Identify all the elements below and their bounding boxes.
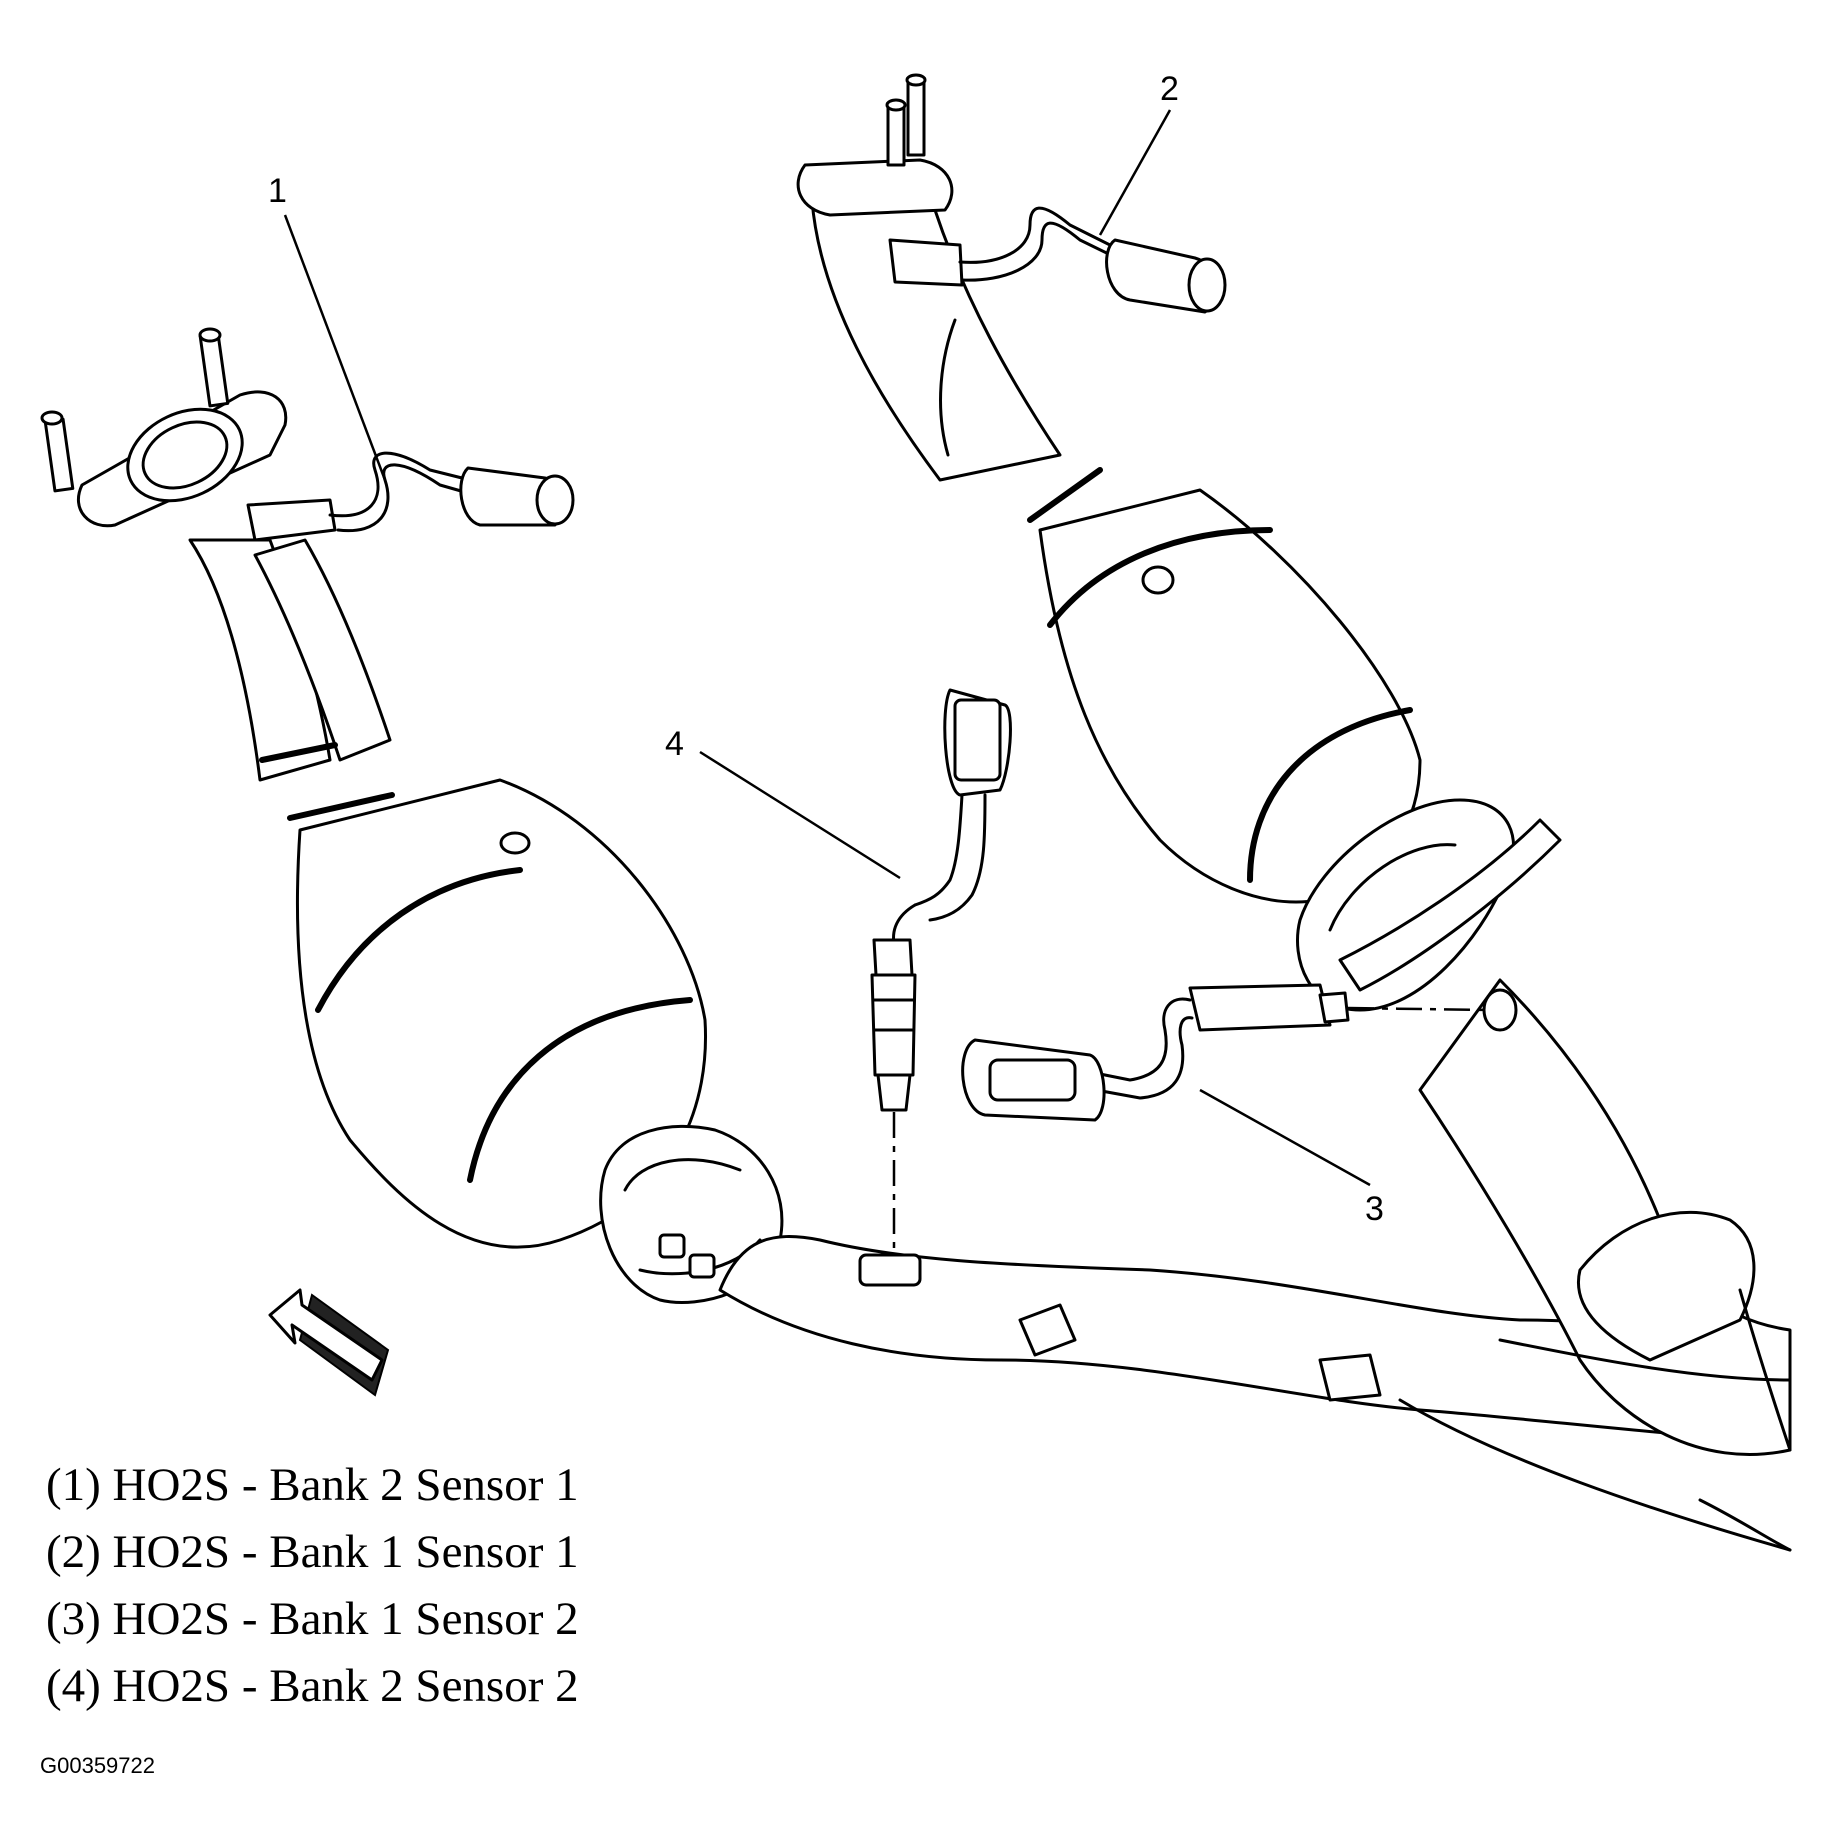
left-exhaust-pipe (188, 538, 395, 821)
callout-number-3: 3 (1365, 1190, 1384, 1228)
leader-lines (283, 109, 1371, 1187)
ho2s-bank1-sensor1 (888, 206, 1227, 314)
ho2s-bank2-sensor2 (870, 688, 1012, 1250)
direction-arrow-icon (268, 1288, 390, 1397)
ho2s-bank2-sensor1 (246, 451, 575, 542)
ho2s-bank1-sensor2 (961, 983, 1518, 1122)
right-outlet-flange (1296, 798, 1562, 1012)
left-catalytic-converter (295, 778, 707, 1249)
callout-number-4: 4 (665, 725, 684, 763)
callout-number-2: 2 (1160, 70, 1179, 108)
right-manifold-flange (796, 73, 954, 217)
figure-id: G00359722 (40, 1753, 155, 1778)
right-exhaust-pipe (810, 198, 1103, 523)
legend-item-4: (4) HO2S - Bank 2 Sensor 2 (46, 1660, 579, 1712)
left-manifold-flange (40, 327, 288, 528)
callout-number-1: 1 (268, 172, 287, 210)
legend-item-1: (1) HO2S - Bank 2 Sensor 1 (46, 1459, 579, 1511)
legend-item-2: (2) HO2S - Bank 1 Sensor 1 (46, 1526, 579, 1578)
legend-item-3: (3) HO2S - Bank 1 Sensor 2 (46, 1593, 579, 1645)
legend: (1) HO2S - Bank 2 Sensor 1 (2) HO2S - Ba… (46, 1452, 579, 1720)
y-pipe (718, 978, 1792, 1552)
